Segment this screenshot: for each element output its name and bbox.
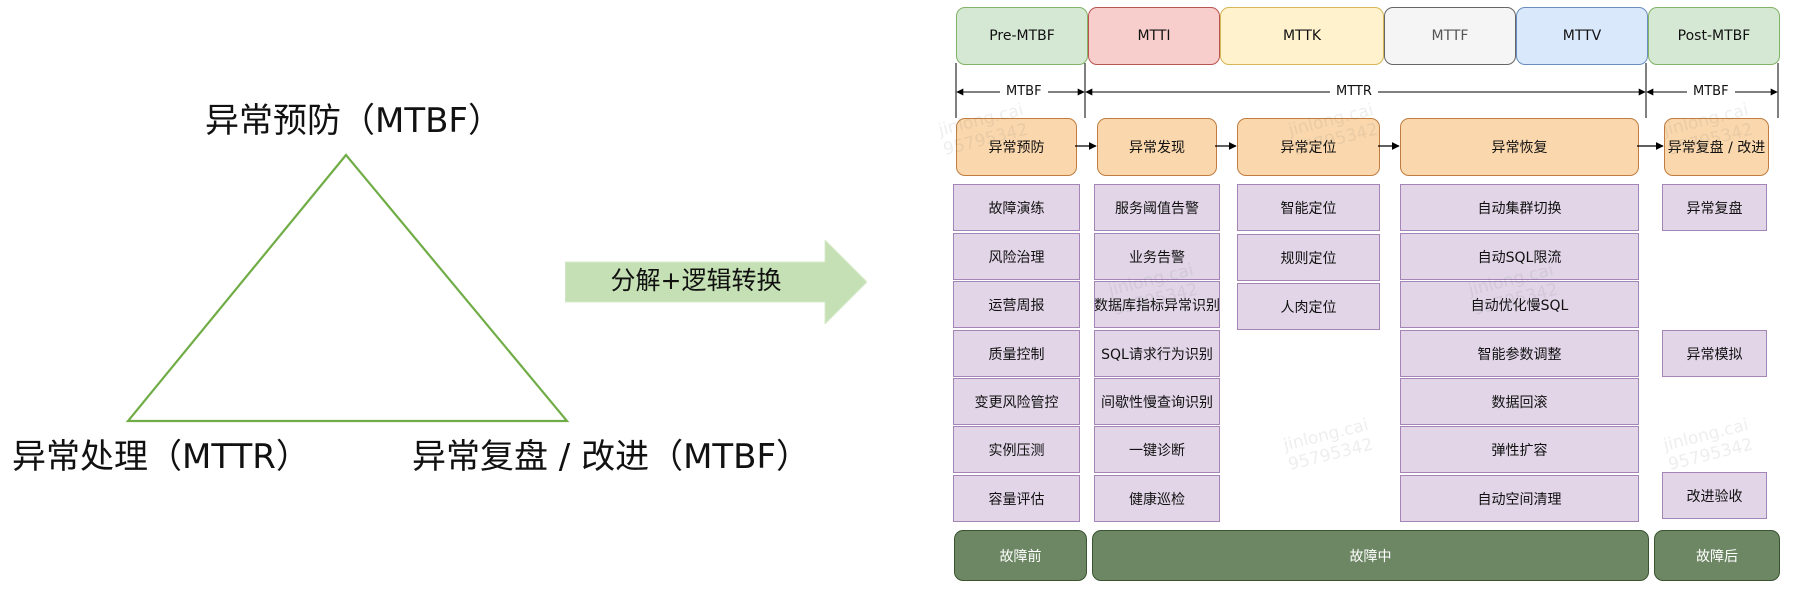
- transform-arrow-label: 分解+逻辑转换: [610, 266, 782, 295]
- item-prevention: 容量评估: [953, 475, 1080, 522]
- item-discovery: SQL请求行为识别: [1094, 330, 1220, 377]
- phase-prevention: 异常预防: [956, 118, 1077, 176]
- item-prevention: 质量控制: [953, 330, 1080, 377]
- item-recovery: 智能参数调整: [1400, 330, 1639, 377]
- phase-flow-arrows: [1075, 142, 1664, 150]
- header-pre-mtbf: Pre-MTBF: [956, 7, 1088, 65]
- header-mttv: MTTV: [1516, 7, 1648, 65]
- item-review: 改进验收: [1662, 472, 1767, 519]
- item-prevention: 实例压测: [953, 426, 1080, 473]
- item-discovery: 间歇性慢查询识别: [1094, 378, 1220, 425]
- stage-after-failure: 故障后: [1654, 530, 1780, 581]
- triangle-top-label: 异常预防（MTBF）: [205, 101, 502, 141]
- dimension-label-mtbf-post: MTBF: [1687, 84, 1735, 100]
- dimension-label-mtbf-pre: MTBF: [1000, 84, 1048, 100]
- item-review: 异常复盘: [1662, 184, 1767, 231]
- dimension-label-mttr: MTTR: [1330, 84, 1378, 100]
- item-locating: 规则定位: [1237, 234, 1380, 281]
- item-recovery: 自动SQL限流: [1400, 233, 1639, 280]
- stage-before-failure: 故障前: [954, 530, 1087, 581]
- phase-review-improve: 异常复盘 / 改进: [1664, 118, 1769, 176]
- stage-during-failure: 故障中: [1092, 530, 1649, 581]
- header-mttk: MTTK: [1220, 7, 1384, 65]
- item-prevention: 变更风险管控: [953, 378, 1080, 425]
- item-discovery: 健康巡检: [1094, 475, 1220, 522]
- item-recovery: 自动优化慢SQL: [1400, 281, 1639, 328]
- header-mtti: MTTI: [1088, 7, 1220, 65]
- header-mttf: MTTF: [1384, 7, 1516, 65]
- header-post-mtbf: Post-MTBF: [1648, 7, 1780, 65]
- watermark: jinlong.cai 95795342: [1281, 415, 1376, 475]
- item-prevention: 风险治理: [953, 233, 1080, 280]
- item-recovery: 自动空间清理: [1400, 475, 1639, 522]
- item-locating: 人肉定位: [1237, 283, 1380, 330]
- triangle-shape: [125, 153, 570, 423]
- phase-locating: 异常定位: [1237, 118, 1380, 176]
- item-prevention: 故障演练: [953, 184, 1080, 231]
- item-recovery: 数据回滚: [1400, 378, 1639, 425]
- triangle-bottom-left-label: 异常处理（MTTR）: [12, 437, 310, 477]
- item-review: 异常模拟: [1662, 330, 1767, 377]
- watermark: jinlong.cai 95795342: [1661, 415, 1756, 475]
- item-discovery: 数据库指标异常识别: [1094, 281, 1220, 328]
- item-recovery: 弹性扩容: [1400, 426, 1639, 473]
- item-locating: 智能定位: [1237, 184, 1380, 231]
- item-discovery: 服务阈值告警: [1094, 184, 1220, 231]
- item-recovery: 自动集群切换: [1400, 184, 1639, 231]
- phase-discovery: 异常发现: [1097, 118, 1217, 176]
- triangle-model: [125, 153, 570, 423]
- phase-recovery: 异常恢复: [1400, 118, 1639, 176]
- triangle-bottom-right-label: 异常复盘 / 改进（MTBF）: [412, 437, 811, 477]
- transform-arrow-icon: [565, 240, 867, 324]
- item-discovery: 业务告警: [1094, 233, 1220, 280]
- item-discovery: 一键诊断: [1094, 426, 1220, 473]
- item-prevention: 运营周报: [953, 281, 1080, 328]
